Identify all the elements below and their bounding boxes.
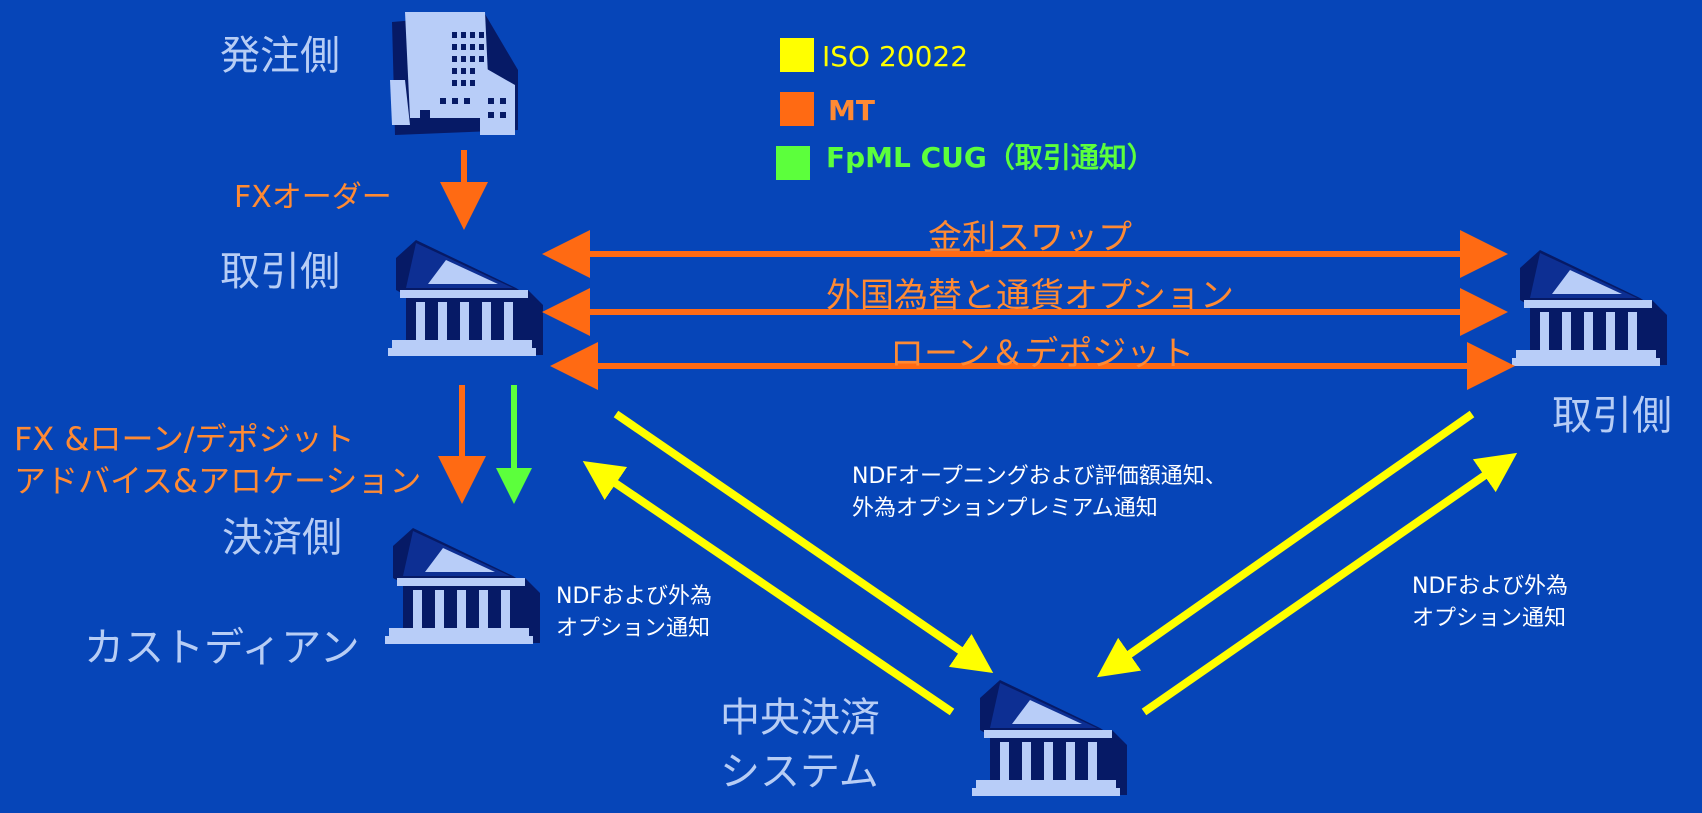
trading-left-bank-icon — [388, 240, 543, 356]
legend-mt-label: MT — [828, 94, 875, 127]
trading-left-label: 取引側 — [220, 249, 340, 295]
advice-label-line2: アドバイス&アロケーション — [14, 462, 422, 500]
legend-mt-swatch — [780, 92, 814, 126]
ndf-opening-label-line2: 外為オプションプレミアム通知 — [852, 496, 1158, 521]
central-label-line1: 中央決済 — [720, 695, 880, 741]
ndf-right-arrow — [1141, 452, 1518, 716]
ndf-right-label-line1: NDFおよび外為 — [1412, 574, 1569, 599]
trading-right-label: 取引側 — [1552, 393, 1672, 439]
settlement-bank-icon — [385, 528, 540, 644]
loans-label: ローン＆デポジット — [890, 334, 1195, 374]
legend-fpml-label: FpML CUG（取引通知） — [826, 141, 1155, 174]
ndf-right-label-line2: オプション通知 — [1412, 606, 1567, 631]
fx-order-label: FXオーダー — [234, 180, 392, 215]
legend-iso-swatch — [780, 38, 814, 72]
settlement-label: 決済側 — [222, 515, 342, 561]
ndf-left-arrow — [582, 461, 955, 716]
custodian-label: カストディアン — [84, 625, 360, 671]
ndf-opening-arrow — [613, 410, 994, 674]
ndf-opening-label-line1: NDFオープニングおよび評価額通知、 — [852, 464, 1227, 489]
ndf-left-label-line1: NDFおよび外為 — [556, 584, 713, 609]
legend-fpml-swatch — [776, 146, 810, 180]
advice-label-line1: FX &ローン/デポジット — [14, 420, 355, 458]
fx-options-label: 外国為替と通貨オプション — [826, 276, 1234, 316]
legend-iso-label: ISO 20022 — [822, 40, 969, 73]
central-to-right-arrow — [1096, 410, 1475, 678]
orderer-label: 発注側 — [220, 33, 340, 79]
central-label-line2: システム — [720, 749, 879, 795]
irs-label: 金利スワップ — [928, 218, 1132, 258]
ndf-left-label-line2: オプション通知 — [556, 616, 711, 641]
trading-right-bank-icon — [1512, 250, 1667, 366]
office-building-icon — [390, 12, 518, 135]
central-settlement-bank-icon — [972, 680, 1127, 796]
